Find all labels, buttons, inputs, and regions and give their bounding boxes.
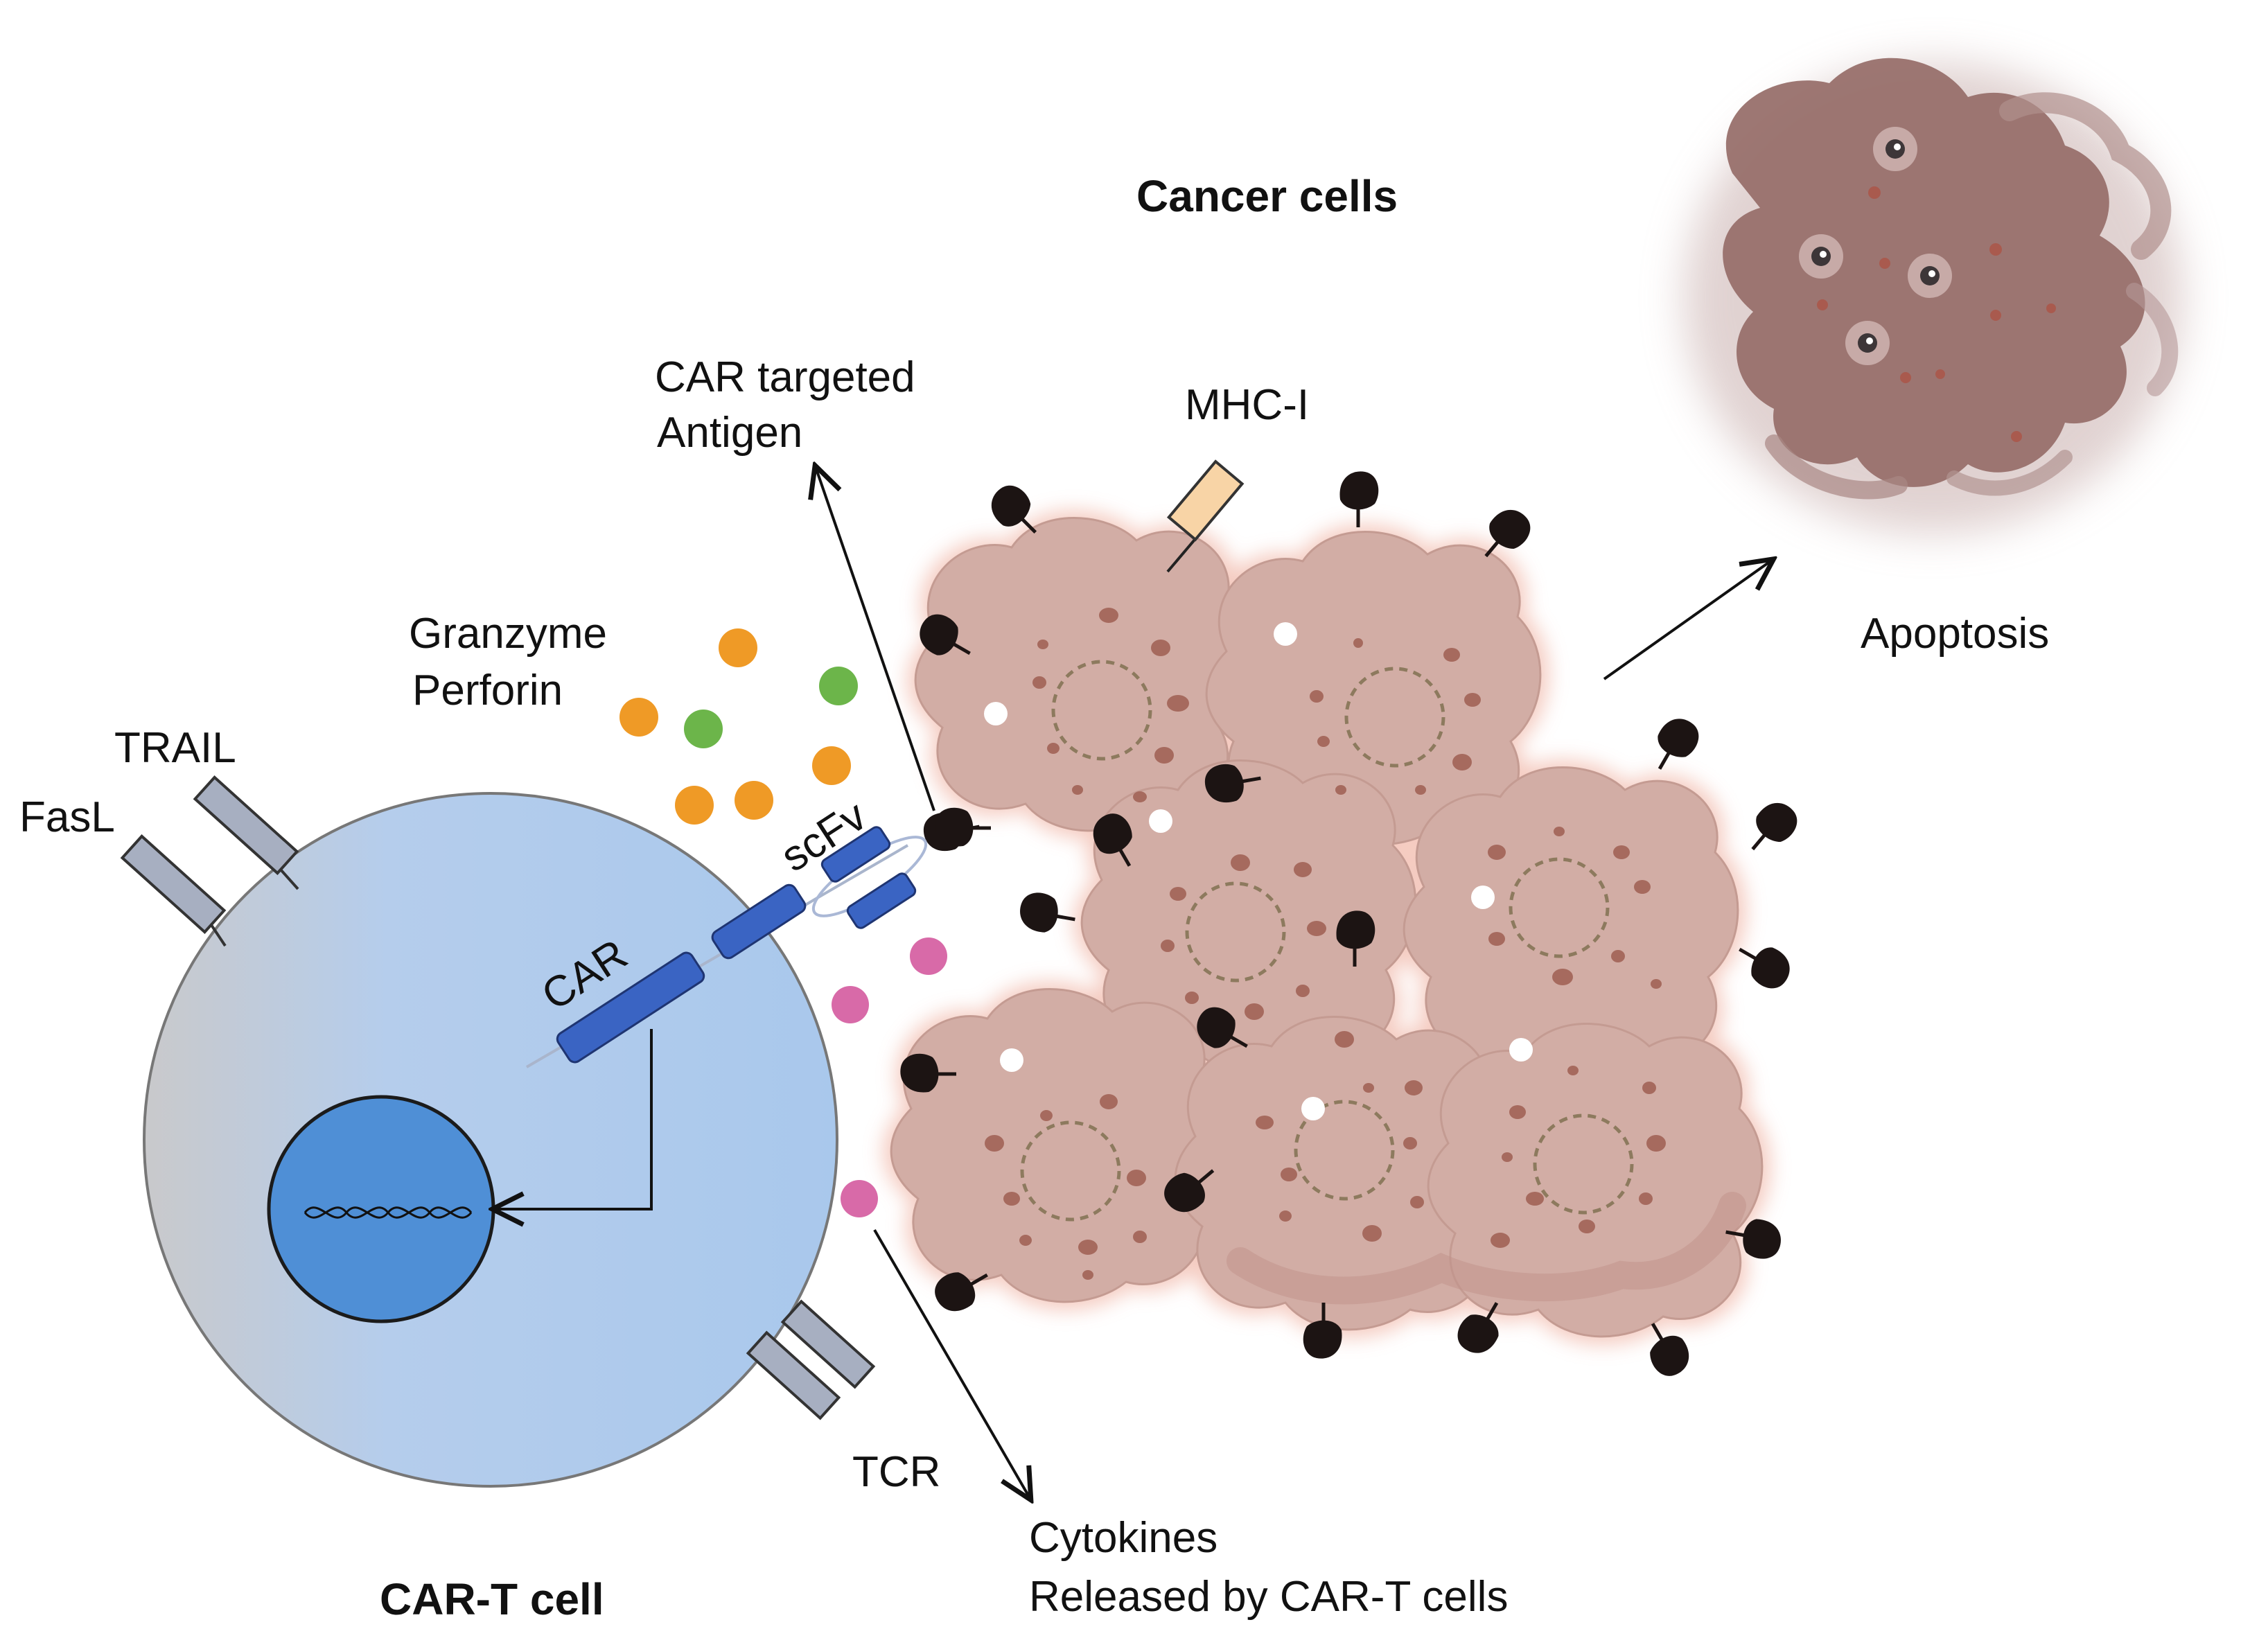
car-targeted-antigen-label-line1: CAR targeted	[655, 353, 915, 401]
cytokine-release-arrow	[873, 1229, 1029, 1497]
granule-icon	[819, 667, 858, 705]
granule-icon	[684, 710, 723, 748]
car-signal-arrow	[496, 1029, 653, 1209]
granzyme-label: Granzyme	[409, 610, 607, 658]
cancer-nucleus	[1344, 667, 1445, 768]
antigen-pointer-arrow	[816, 469, 935, 811]
apoptotic-cell	[1684, 58, 2183, 534]
white-vesicles	[984, 622, 1533, 1120]
trail-label: TRAIL	[114, 724, 236, 772]
cancer-nucleus	[1051, 660, 1152, 761]
mhc-i-receptor	[1166, 459, 1245, 573]
car-t-cell-label: CAR-T cell	[380, 1574, 604, 1624]
scfv-domain	[820, 826, 891, 883]
dna-helix-icon	[304, 1206, 473, 1219]
antigen-marker-icon	[1017, 890, 1078, 937]
cancer-nucleus	[1533, 1113, 1634, 1215]
apoptosis-label: Apoptosis	[1861, 610, 2049, 658]
car-t-cell	[120, 775, 928, 1488]
antigen-marker-icon	[1339, 471, 1378, 527]
apoptosis-arrow	[1603, 561, 1770, 680]
mhc-i-label: MHC-I	[1185, 381, 1309, 429]
cancer-nucleus	[1294, 1100, 1395, 1201]
tcr-label: TCR	[852, 1448, 940, 1496]
cytokines	[832, 937, 947, 1217]
cancer-nucleus	[1185, 881, 1286, 983]
perforin-label: Perforin	[412, 667, 563, 714]
car-t-nucleus	[267, 1095, 495, 1323]
cancer-cells-label: Cancer cells	[1136, 171, 1398, 221]
cancer-nucleus	[1509, 857, 1610, 958]
cytoplasm-specks	[985, 608, 1666, 1280]
antigen-marker-icon	[1739, 795, 1804, 863]
granzyme-perforin-granules	[619, 628, 858, 825]
cancer-nucleus	[1020, 1120, 1121, 1222]
car-targeted-antigen-label-line2: Antigen	[657, 409, 802, 457]
granule-icon	[812, 746, 851, 785]
cytokine-icon	[832, 986, 869, 1023]
cancer-cell-cluster	[883, 459, 1804, 1382]
antigen-marker-icon	[1644, 712, 1705, 780]
car-t-cell-membrane	[143, 792, 838, 1488]
trail-receptor	[193, 775, 299, 890]
granule-icon	[719, 628, 757, 667]
granule-icon	[619, 698, 658, 737]
apoptotic-vesicles	[1799, 127, 2056, 442]
fasl-receptor	[120, 834, 227, 947]
tcr-receptor	[746, 1299, 876, 1420]
cytokines-label-line2: Released by CAR-T cells	[1029, 1573, 1508, 1621]
scfv-domain	[846, 872, 917, 929]
cytokine-icon	[910, 937, 947, 975]
cytokine-icon	[841, 1180, 878, 1217]
fasl-label: FasL	[19, 793, 115, 841]
cytokines-label-line1: Cytokines	[1029, 1514, 1217, 1562]
granule-icon	[735, 781, 773, 820]
car-receptor	[525, 826, 928, 1068]
granule-icon	[675, 786, 714, 825]
cancer-cell	[890, 988, 1227, 1303]
